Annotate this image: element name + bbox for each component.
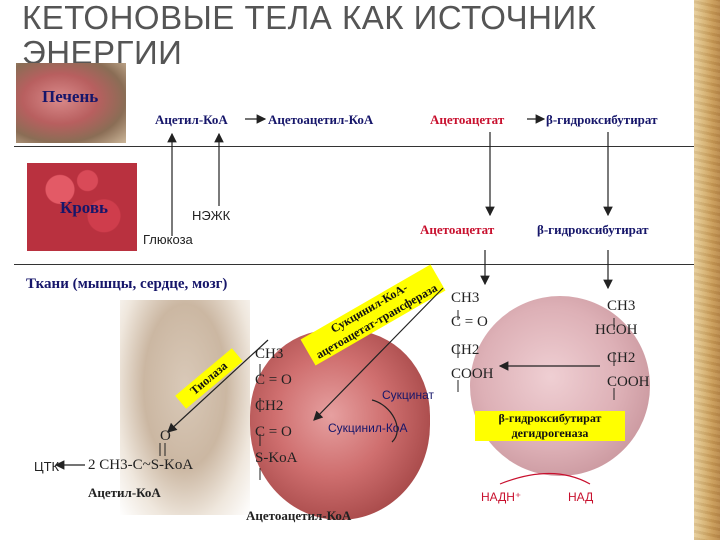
blood-acetoacetate: Ацетоацетат <box>420 222 495 237</box>
blood-nezhk: НЭЖК <box>192 208 231 223</box>
hydroxybutyrate-formula: CH3 HCOH CH2 COOH <box>595 298 650 390</box>
divider-blood-tissues <box>14 264 694 265</box>
dehydrogenase-enzyme-label: β-гидроксибутират дегидрогеназа <box>475 411 625 441</box>
tca-label: ЦТК <box>34 459 60 474</box>
acetyl-o-label: O <box>160 428 171 444</box>
nad-loop <box>499 472 591 485</box>
succinyl-coa-label: Сукцинил-КоА <box>328 421 408 435</box>
acetoacetate-formula: CH3 C = O CH2 COOH <box>451 290 494 382</box>
blood-image <box>27 163 137 251</box>
nadh-label: НАДН⁺ <box>481 490 522 504</box>
liver-acetoacetate: Ацетоацетат <box>430 112 505 127</box>
section-blood-label: Кровь <box>60 198 109 217</box>
acetoacetyl-coa-label: Ацетоацетил-КоА <box>246 508 352 523</box>
section-tissues-label: Ткани (мышцы, сердце, мозг) <box>26 276 228 292</box>
succinate-label: Сукцинат <box>382 388 435 402</box>
page-title: КЕТОНОВЫЕ ТЕЛА КАК ИСТОЧНИК ЭНЕРГИИ <box>22 0 597 71</box>
brain-image <box>470 296 650 476</box>
divider-liver-blood <box>14 146 694 147</box>
parchment-border <box>694 0 720 540</box>
liver-acetyl-coa: Ацетил-КоА <box>155 112 228 127</box>
acetoacetyl-coa-formula: CH3 C = O CH2 C = O S-KoA <box>255 346 298 466</box>
acetyl-coa-formula: 2 CH3-C~S-KoA <box>88 457 194 473</box>
liver-image <box>16 63 126 143</box>
blood-hydroxybutyrate: β-гидроксибутират <box>537 222 649 237</box>
blood-glucose: Глюкоза <box>143 232 193 247</box>
liver-hydroxybutyrate: β-гидроксибутират <box>546 112 658 127</box>
section-liver-label: Печень <box>42 87 99 106</box>
acetyl-coa-label: Ацетил-КоА <box>88 485 161 500</box>
nad-label: НАД <box>568 490 594 504</box>
liver-acetoacetyl-coa: Ацетоацетил-КоА <box>268 112 374 127</box>
